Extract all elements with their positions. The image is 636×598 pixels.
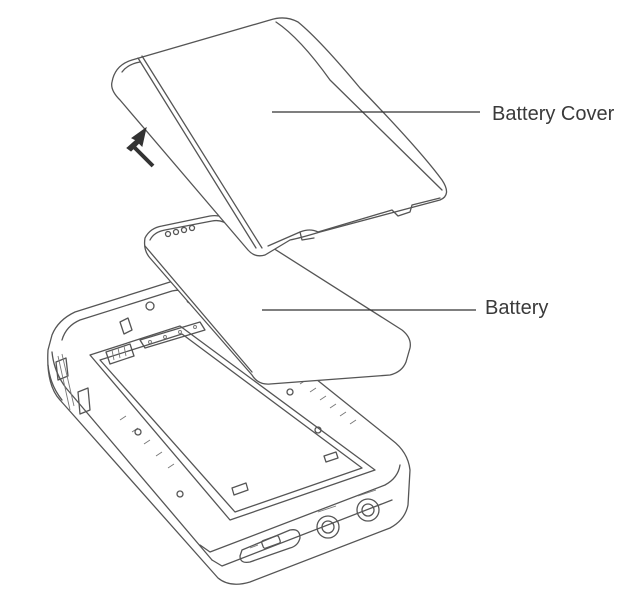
battery-cover	[111, 17, 448, 257]
battery-cover-label: Battery Cover	[492, 103, 615, 125]
device-body	[47, 280, 411, 585]
battery-pack	[143, 214, 411, 385]
battery-label: Battery	[485, 297, 549, 319]
removal-direction-arrow-icon	[126, 126, 155, 168]
